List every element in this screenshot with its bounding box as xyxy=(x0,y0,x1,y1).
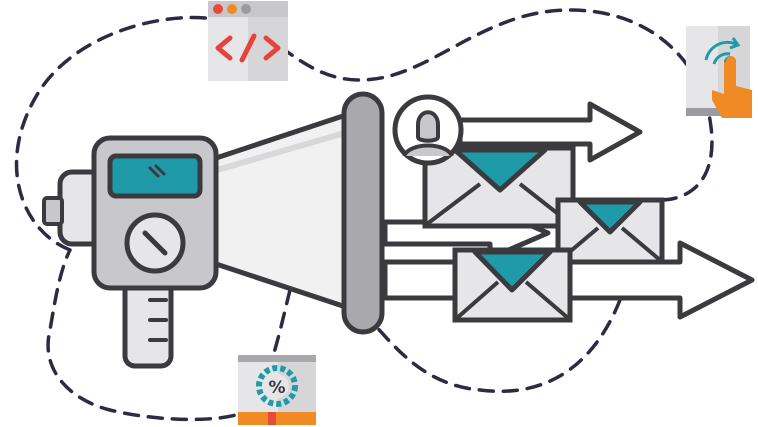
megaphone-icon xyxy=(42,91,385,369)
discount-symbol: % xyxy=(268,378,285,398)
discount-percent-icon: % xyxy=(238,355,316,425)
envelope-icon xyxy=(555,197,665,265)
tablet-touch-icon xyxy=(686,26,752,118)
user-avatar-icon xyxy=(392,94,464,166)
envelope-icon xyxy=(452,247,573,323)
code-window-icon xyxy=(208,1,288,81)
envelope-icon xyxy=(422,145,576,229)
